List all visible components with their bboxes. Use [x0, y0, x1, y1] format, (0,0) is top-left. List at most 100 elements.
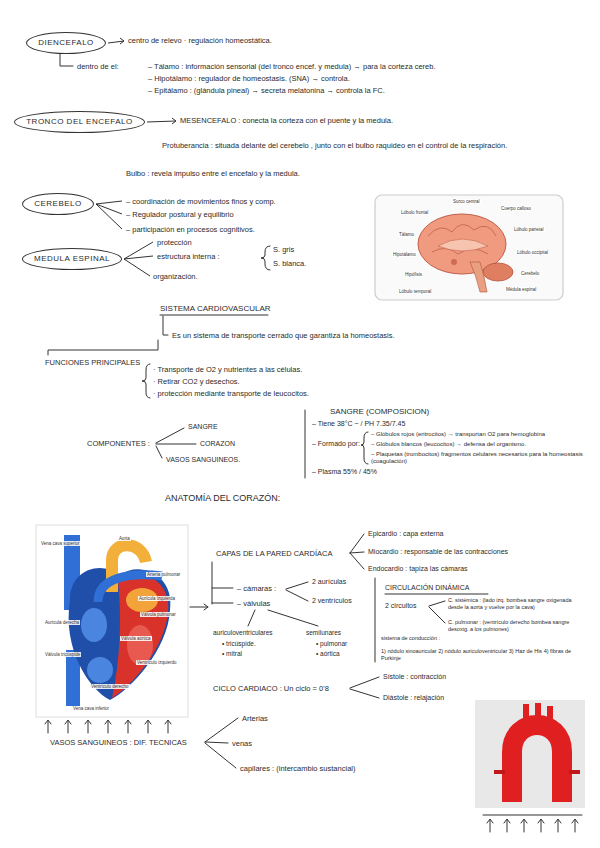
- note-text: – Glóbulos blancos (leucocitos) → defens…: [371, 441, 526, 448]
- aorta-illustration: [475, 700, 585, 808]
- bracket-line: [60, 52, 73, 66]
- part-label: Vena cava superior: [40, 541, 81, 546]
- bracket-line: [48, 340, 158, 355]
- note-text: Es un sistema de transporte cerrado que …: [172, 331, 395, 340]
- note-text: SISTEMA CARDIOVASCULAR: [160, 304, 271, 314]
- node-text: CEREBELO: [34, 199, 82, 209]
- arrow-head: [172, 118, 176, 124]
- part-label: Surco central: [452, 199, 481, 204]
- part-label: Válvula tricúspide: [44, 652, 81, 657]
- note-text: MESENCEFALO : conecta la corteza con el …: [180, 116, 393, 125]
- node-text: DIENCEFALO: [38, 38, 94, 48]
- note-text: 2 ventrículos: [312, 597, 352, 605]
- note-text: Diástole : relajación: [383, 694, 444, 702]
- note-text: – Formado por:: [312, 440, 360, 448]
- note-text: 1) nódulo sinoauricular 2) nódulo auricu…: [381, 648, 591, 661]
- part-label: Hipotálamo: [392, 252, 417, 257]
- note-text: S. gris: [273, 245, 294, 254]
- underline: [160, 315, 268, 316]
- arrow-head: [120, 38, 124, 44]
- note-text: estructura interna :: [157, 252, 220, 261]
- note-text: – válvulas: [237, 599, 270, 608]
- branch-line: [156, 428, 184, 443]
- part-label: Aurícula izquierda: [138, 596, 176, 601]
- part-label: Vena cava inferior: [72, 706, 110, 711]
- brain-illustration: [375, 195, 563, 300]
- note-text: · Retirar CO2 y desechos.: [153, 377, 240, 386]
- part-label: Lóbulo frontal: [400, 210, 429, 215]
- tail-line: [147, 121, 176, 122]
- underline: [385, 594, 488, 595]
- note-text: capilares : (intercambio sustancial): [240, 764, 355, 773]
- tail-line: [124, 259, 150, 276]
- part-label: Cuerpo calloso: [500, 206, 532, 211]
- branch-line: [350, 677, 379, 698]
- note-text: • tricúspide.: [222, 640, 256, 648]
- brace: [361, 432, 368, 464]
- part-label: Aurícula derecha: [44, 620, 80, 625]
- arrow-row: [483, 815, 582, 832]
- note-text: Sístole : contracción: [383, 673, 446, 681]
- note-text: • mitral: [222, 650, 242, 658]
- oval-node: CEREBELO: [22, 193, 94, 215]
- part-label: Válvula pulmonar: [140, 612, 177, 617]
- divider-line: [375, 578, 376, 662]
- note-text: – Plaquetas (trombocitos) fragmentos cel…: [371, 451, 586, 465]
- part-label: Médula espinal: [505, 287, 537, 292]
- part-label: Hipófisis: [404, 272, 423, 277]
- note-text: – Glóbulos rojos (eritrocitos) → transpo…: [371, 431, 545, 438]
- branch-line: [248, 610, 318, 626]
- note-text: CORAZON: [200, 440, 235, 448]
- note-text: dentro de el:: [77, 62, 119, 71]
- part-label: Ventrículo izquierdo: [136, 660, 178, 665]
- note-text: – coordinación de movimientos finos y co…: [126, 197, 276, 206]
- note-text: – Plasma 55% / 45%: [312, 468, 377, 476]
- note-text: protección: [157, 238, 192, 247]
- note-text: SANGRE (COMPOSICION): [330, 407, 429, 417]
- arrow-row: [45, 720, 171, 733]
- note-text: centro de relevo · regulación homeostáti…: [128, 36, 272, 45]
- tail-line: [124, 256, 153, 259]
- note-text: sistema de conducción :: [381, 635, 440, 642]
- oval-node: MEDULA ESPINAL: [22, 248, 122, 270]
- part-label: Lóbulo parietal: [513, 227, 545, 232]
- note-text: CICLO CARDIACO : Un ciclo = 0'8: [213, 684, 329, 693]
- tail-line: [96, 204, 122, 229]
- oval-node: TRONCO DEL ENCEFALO: [14, 111, 145, 133]
- part-label: Arteria pulmonar: [146, 572, 181, 577]
- part-label: Lóbulo temporal: [398, 289, 432, 294]
- note-text: · Transporte de O2 y nutrientes a las cé…: [153, 365, 302, 374]
- tail-line: [124, 242, 153, 259]
- note-text: CAPAS DE LA PARED CARDÍACA: [216, 549, 332, 558]
- branch-line: [156, 444, 196, 445]
- node-text: TRONCO DEL ENCEFALO: [26, 117, 133, 127]
- branch-line: [156, 446, 162, 458]
- brace: [429, 601, 445, 623]
- note-text: venas: [232, 739, 252, 748]
- note-text: • pulmonar: [316, 640, 347, 648]
- branch-line: [350, 534, 364, 569]
- note-text: CIRCULACIÓN DINÁMICA: [385, 584, 469, 592]
- note-text: auriculoventriculares: [213, 629, 273, 637]
- tail-line: [96, 204, 122, 214]
- brace: [142, 364, 150, 398]
- note-text: Arterias: [242, 714, 268, 723]
- note-text: SANGRE: [188, 423, 218, 431]
- note-text: C. sistémica : (lado izq. bombea sangre …: [448, 597, 578, 610]
- tail-line: [96, 201, 122, 204]
- note-text: 2 aurículas: [312, 578, 346, 586]
- note-text: ANATOMÍA DEL CORAZÓN:: [165, 493, 280, 504]
- note-text: • aórtica: [316, 650, 340, 658]
- note-text: Bulbo : revela impulso entre el encefalo…: [126, 169, 300, 178]
- note-text: Miocardio : responsable de las contracci…: [368, 548, 508, 556]
- part-label: Aorta: [118, 536, 131, 541]
- brace: [261, 246, 270, 270]
- note-text: semilunares: [306, 629, 341, 637]
- note-text: FUNCIONES PRINCIPALES: [45, 358, 140, 367]
- note-text: S. blanca.: [273, 259, 306, 268]
- heart-illustration: [36, 525, 188, 717]
- arrow: [190, 604, 208, 610]
- note-text: Epicardio : capa externa: [368, 530, 444, 538]
- note-text: organización.: [153, 272, 198, 281]
